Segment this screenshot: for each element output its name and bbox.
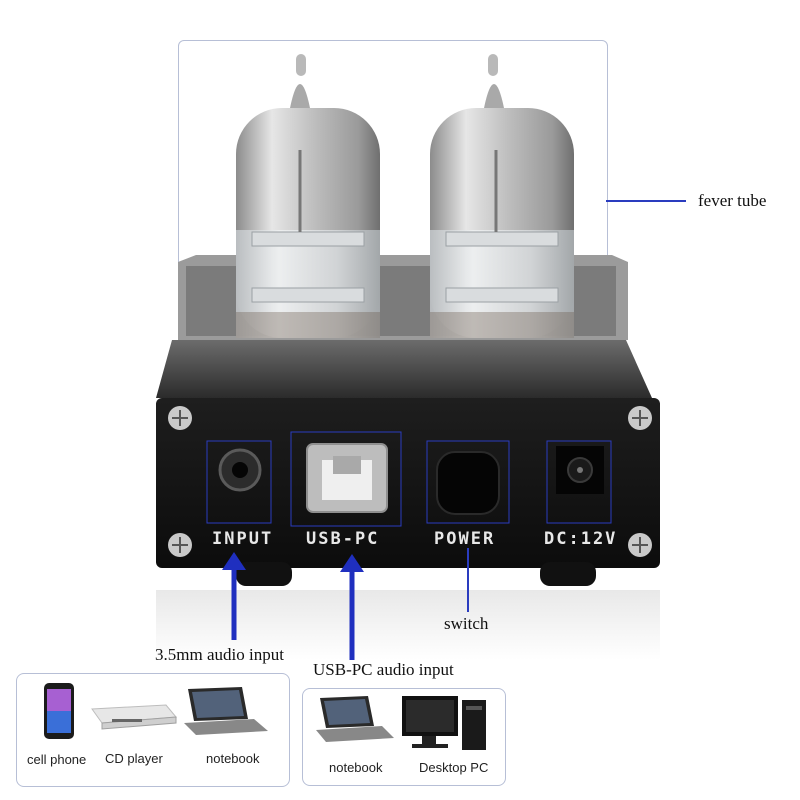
laptop-icon — [316, 696, 394, 742]
screw-icon — [168, 406, 652, 557]
left-source-icons — [44, 683, 268, 739]
fever-tube-label: fever tube — [698, 191, 767, 210]
source-desktop-pc: Desktop PC — [419, 760, 489, 775]
tube-right — [430, 54, 574, 338]
fever-tube-leader-line — [606, 200, 686, 202]
source-notebook-left: notebook — [206, 751, 260, 766]
switch-label: switch — [444, 614, 489, 633]
tube-left — [236, 54, 380, 338]
source-cd-player: CD player — [105, 751, 163, 766]
power-panel-label: POWER — [434, 529, 496, 549]
audio-35mm-label: 3.5mm audio input — [155, 645, 284, 664]
usb-pc-audio-label: USB-PC audio input — [313, 660, 454, 679]
desktop-pc-icon — [402, 696, 486, 750]
usb-pc-panel-label: USB-PC — [306, 529, 380, 549]
cd-player-icon — [91, 704, 178, 730]
source-cell-phone: cell phone — [27, 752, 87, 767]
dc-panel-label: DC:12V — [544, 529, 618, 549]
power-switch — [436, 451, 500, 515]
source-notebook-right: notebook — [329, 760, 383, 775]
phone-icon — [44, 683, 74, 739]
laptop-icon — [184, 687, 268, 735]
right-source-icons — [316, 696, 486, 750]
input-panel-label: INPUT — [212, 529, 274, 549]
